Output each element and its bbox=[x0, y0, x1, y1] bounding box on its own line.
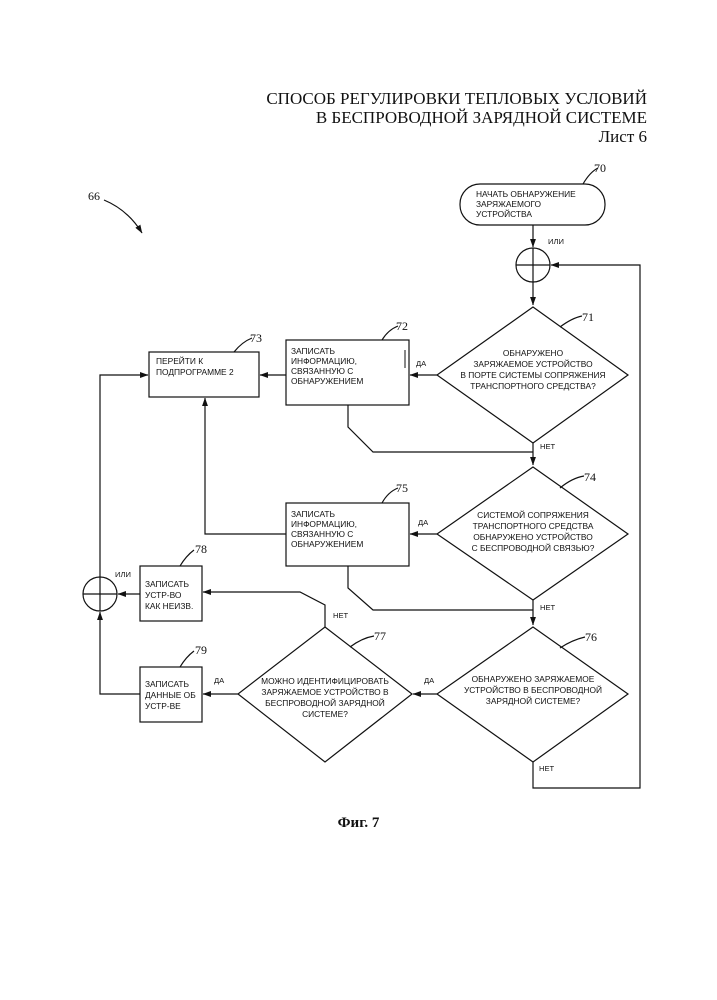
node-73-line-2: ПОДПРОГРАММЕ 2 bbox=[156, 367, 234, 377]
node-75-line-3: СВЯЗАННУЮ С bbox=[291, 529, 353, 539]
node-72-line-4: ОБНАРУЖЕНИЕМ bbox=[291, 376, 363, 386]
ref-79-leader bbox=[180, 651, 194, 667]
edge-72-merge bbox=[348, 405, 533, 452]
ref-79: 79 bbox=[195, 643, 207, 657]
edge-75-to-73 bbox=[205, 398, 286, 534]
ref-76-leader bbox=[560, 637, 585, 648]
edge-or-to-73 bbox=[100, 375, 148, 577]
edge-77-no bbox=[203, 592, 325, 627]
no-71-label: НЕТ bbox=[540, 442, 556, 451]
ref-74: 74 bbox=[584, 470, 596, 484]
node-70-line-2: ЗАРЯЖАЕМОГО bbox=[476, 199, 542, 209]
ref-74-leader bbox=[560, 476, 584, 488]
no-77-label: НЕТ bbox=[333, 611, 349, 620]
edge-75-merge bbox=[348, 566, 533, 610]
or-left-label: ИЛИ bbox=[115, 570, 131, 579]
node-70-line-3: УСТРОЙСТВА bbox=[476, 208, 532, 219]
ref-78: 78 bbox=[195, 542, 207, 556]
node-72-line-3: СВЯЗАННУЮ С bbox=[291, 366, 353, 376]
node-78-line-2: УСТР-ВО bbox=[145, 590, 182, 600]
no-74-label: НЕТ bbox=[540, 603, 556, 612]
node-79-line-3: УСТР-ВЕ bbox=[145, 701, 181, 711]
node-72-line-1: ЗАПИСАТЬ bbox=[291, 346, 335, 356]
node-71-line-2: ЗАРЯЖАЕМОЕ УСТРОЙСТВО bbox=[473, 358, 593, 369]
node-70-line-1: НАЧАТЬ ОБНАРУЖЕНИЕ bbox=[476, 189, 576, 199]
node-72-line-2: ИНФОРМАЦИЮ, bbox=[291, 356, 357, 366]
node-74-line-1: СИСТЕМОЙ СОПРЯЖЕНИЯ bbox=[477, 509, 589, 520]
node-73-line-1: ПЕРЕЙТИ К bbox=[156, 355, 203, 366]
node-75-line-4: ОБНАРУЖЕНИЕМ bbox=[291, 539, 363, 549]
no-76-label: НЕТ bbox=[539, 764, 555, 773]
node-79-line-2: ДАННЫЕ ОБ bbox=[145, 690, 196, 700]
node-71-line-3: В ПОРТЕ СИСТЕМЫ СОПРЯЖЕНИЯ bbox=[460, 370, 605, 380]
node-74-line-2: ТРАНСПОРТНОГО СРЕДСТВА bbox=[473, 521, 594, 531]
node-78-line-3: КАК НЕИЗВ. bbox=[145, 601, 193, 611]
node-79-line-1: ЗАПИСАТЬ bbox=[145, 679, 189, 689]
node-71-line-1: ОБНАРУЖЕНО bbox=[503, 348, 564, 358]
ref-75: 75 bbox=[396, 481, 408, 495]
node-76-line-1: ОБНАРУЖЕНО ЗАРЯЖАЕМОЕ bbox=[472, 674, 595, 684]
ref-77: 77 bbox=[374, 629, 386, 643]
yes-76-label: ДА bbox=[424, 676, 435, 685]
node-77-line-4: СИСТЕМЕ? bbox=[302, 709, 348, 719]
ref-77-leader bbox=[350, 636, 374, 647]
node-74-line-4: С БЕСПРОВОДНОЙ СВЯЗЬЮ? bbox=[472, 542, 595, 553]
ref-78-leader bbox=[180, 550, 194, 566]
ref-70: 70 bbox=[594, 161, 606, 175]
node-77-line-1: МОЖНО ИДЕНТИФИЦИРОВАТЬ bbox=[261, 676, 389, 686]
yes-71-label: ДА bbox=[416, 359, 427, 368]
node-77-line-2: ЗАРЯЖАЕМОЕ УСТРОЙСТВО В bbox=[261, 686, 389, 697]
figure-ref-leader bbox=[104, 200, 142, 233]
node-78-line-1: ЗАПИСАТЬ bbox=[145, 579, 189, 589]
node-77-line-3: БЕСПРОВОДНОЙ ЗАРЯДНОЙ bbox=[265, 697, 385, 708]
figure-caption: Фиг. 7 bbox=[0, 815, 717, 832]
yes-74-label: ДА bbox=[418, 518, 429, 527]
node-76-line-3: ЗАРЯДНОЙ СИСТЕМЕ? bbox=[486, 695, 581, 706]
ref-71-leader bbox=[560, 316, 582, 327]
node-75-line-2: ИНФОРМАЦИЮ, bbox=[291, 519, 357, 529]
or-top-label: ИЛИ bbox=[548, 237, 564, 246]
node-75-line-1: ЗАПИСАТЬ bbox=[291, 509, 335, 519]
yes-77-label: ДА bbox=[214, 676, 225, 685]
ref-73: 73 bbox=[250, 331, 262, 345]
node-71-line-4: ТРАНСПОРТНОГО СРЕДСТВА? bbox=[470, 381, 596, 391]
edge-79-to-or bbox=[100, 612, 140, 694]
ref-76: 76 bbox=[585, 630, 597, 644]
ref-72: 72 bbox=[396, 319, 408, 333]
figure-ref: 66 bbox=[88, 189, 100, 203]
node-74-line-3: ОБНАРУЖЕНО УСТРОЙСТВО bbox=[473, 531, 593, 542]
ref-71: 71 bbox=[582, 310, 594, 324]
node-76-line-2: УСТРОЙСТВО В БЕСПРОВОДНОЙ bbox=[464, 684, 602, 695]
